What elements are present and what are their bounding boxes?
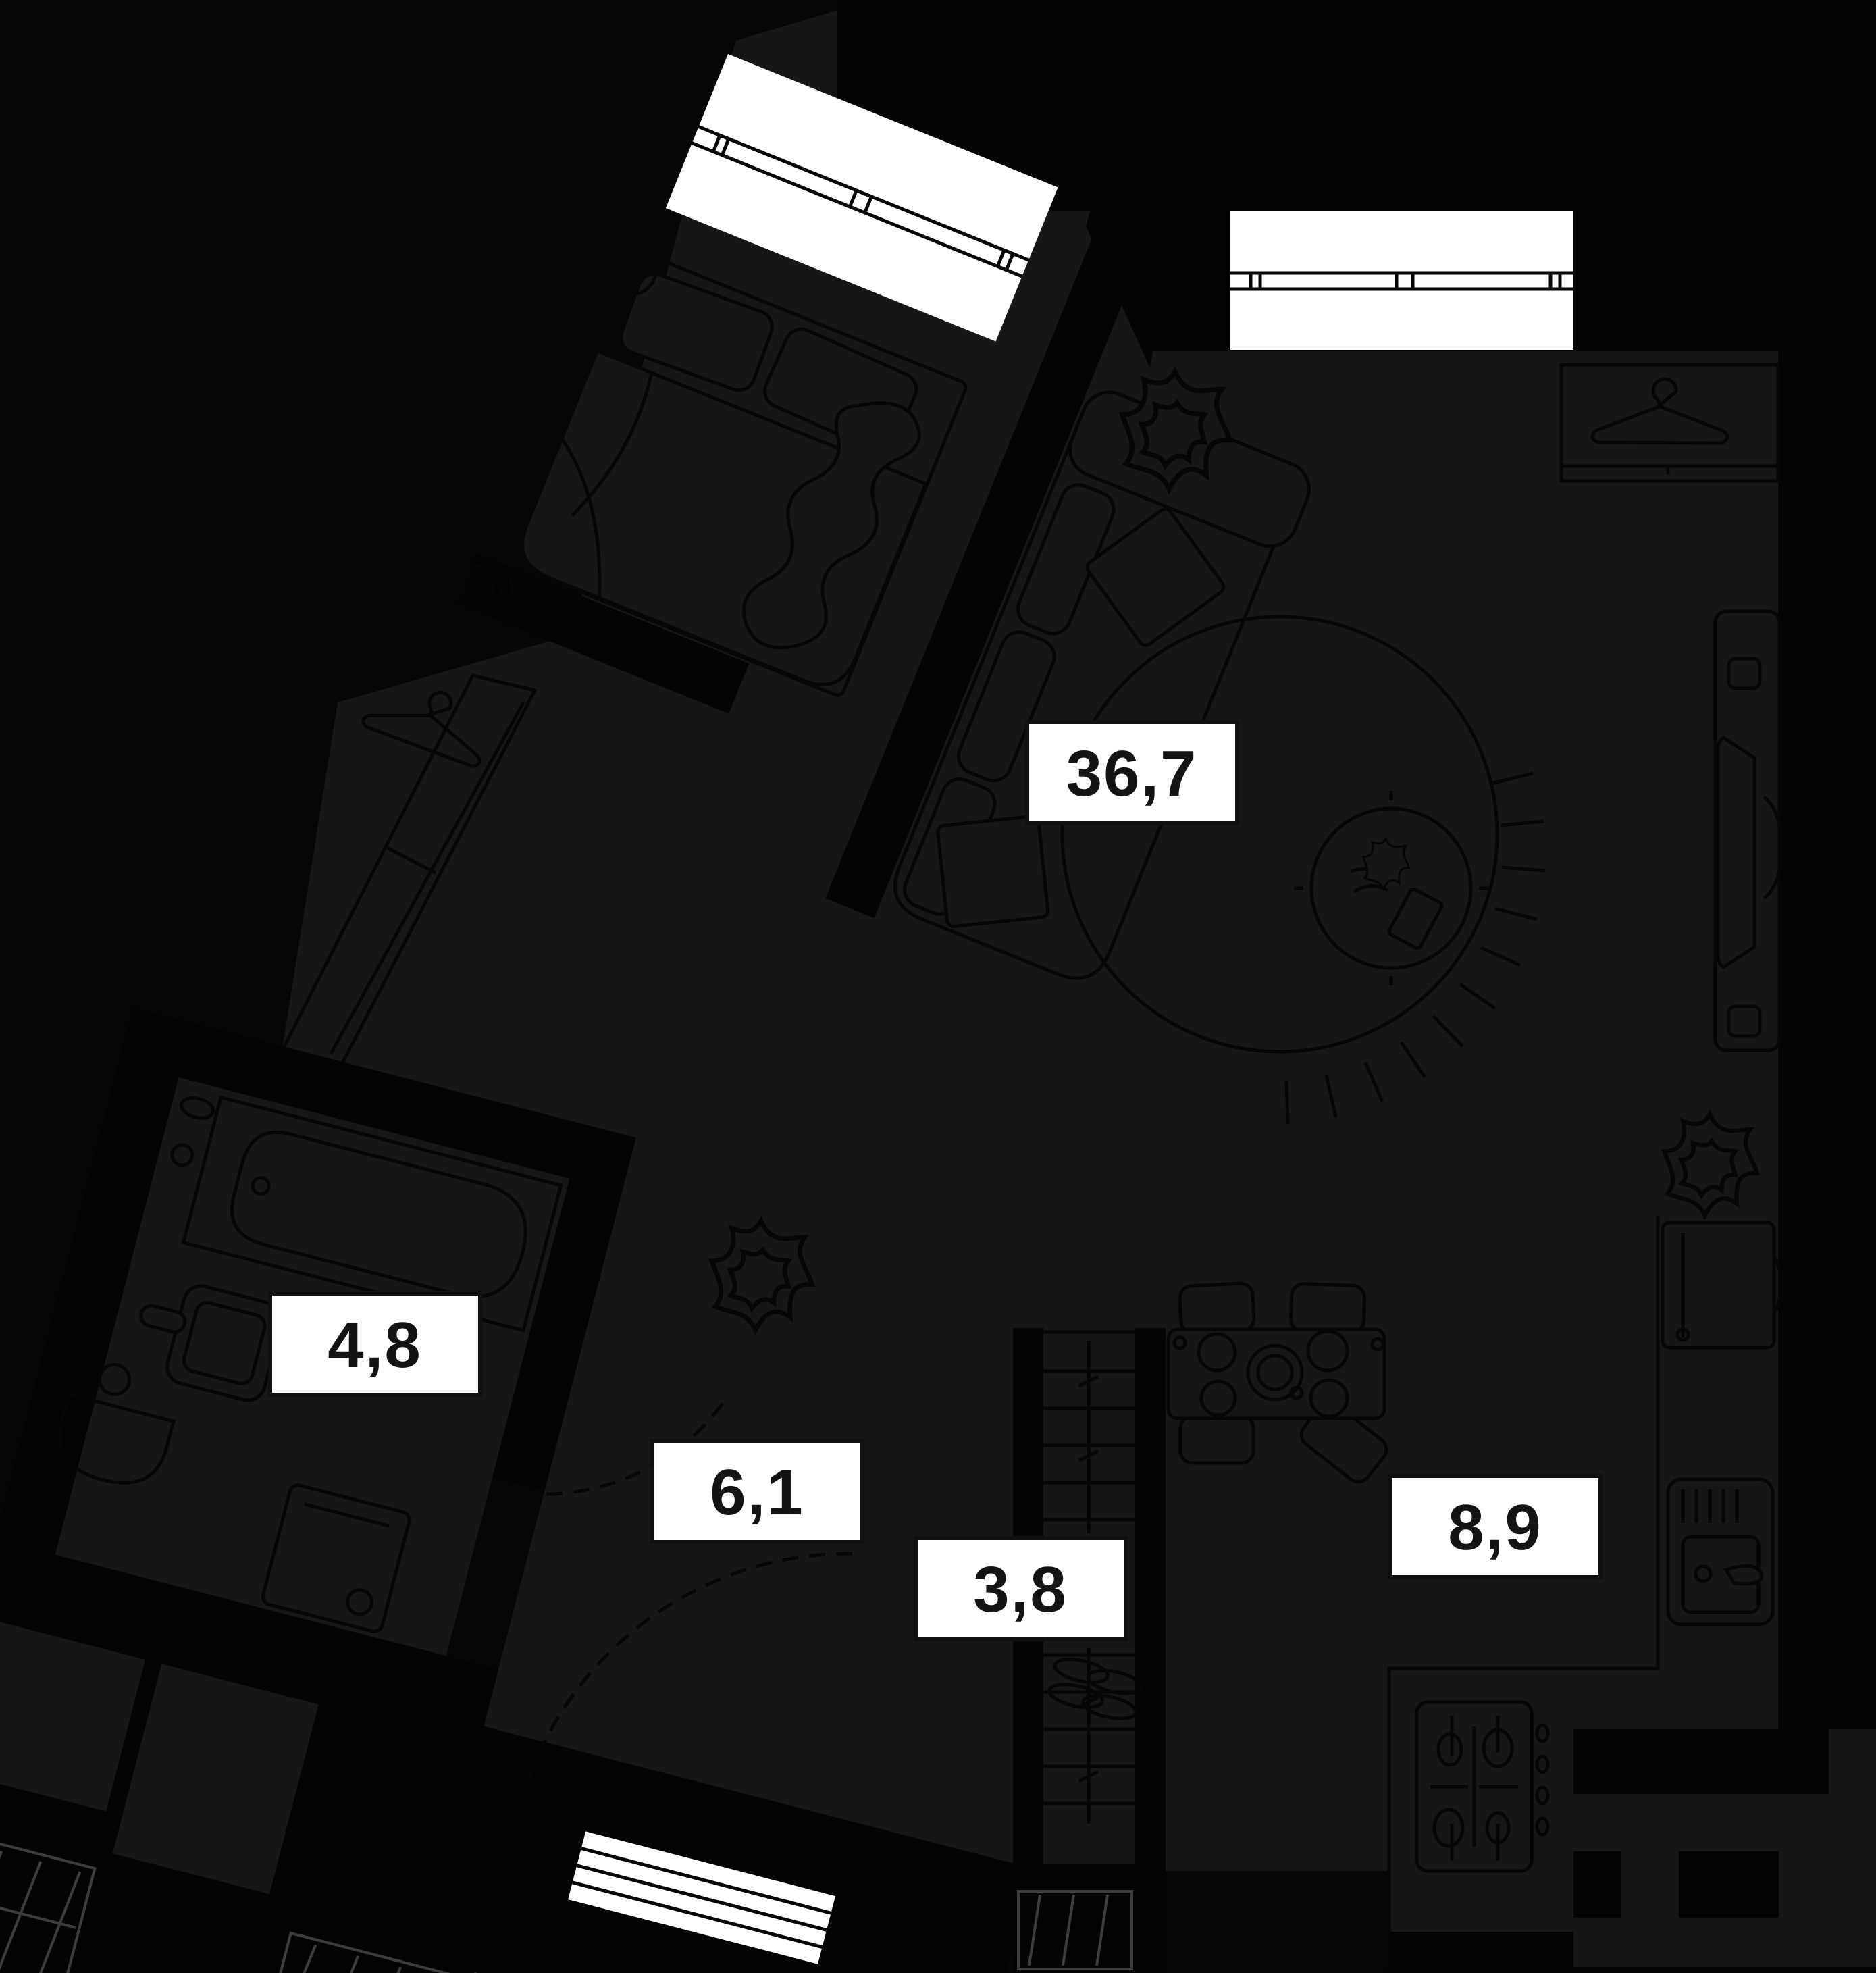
chair [1178, 1281, 1256, 1335]
sofa-pillow [936, 815, 1050, 928]
plant-icon [1661, 1109, 1761, 1221]
bedroom-window [665, 53, 1058, 342]
toilet-icon [58, 1362, 176, 1485]
washing-machine-icon [261, 1483, 411, 1633]
plant-icon [1118, 366, 1234, 495]
counter-outline [1387, 1216, 1660, 1932]
plant-icon [708, 1215, 816, 1336]
wardrobe-shelves [1017, 1330, 1135, 1970]
kitchen-area: 8,9 [1448, 1491, 1542, 1564]
entry-door-icon [568, 1831, 836, 1964]
bathroom-area: 4,8 [328, 1309, 421, 1381]
living-room-window [1230, 211, 1573, 350]
tilted-wing [456, 53, 1311, 980]
side-table-icon [1294, 791, 1488, 985]
coat-hanger-icon [361, 690, 481, 768]
room-label-living: 36,7 [1025, 720, 1239, 825]
room-label-kitchen: 8,9 [1388, 1474, 1603, 1579]
stove-icon [1415, 1700, 1550, 1873]
radiator-rosette-icon [605, 244, 658, 297]
bathroom [0, 1007, 1033, 1973]
room-label-wardrobe: 3,8 [914, 1536, 1128, 1641]
kitchen-sink-icon [1666, 1477, 1775, 1626]
coat-niche [1559, 363, 1780, 483]
coat-hanger-icon [1590, 377, 1729, 445]
bed-icon [509, 250, 968, 697]
shaft-box [112, 1664, 319, 1895]
dining-table-icon [1166, 1281, 1388, 1484]
fridge-icon [1661, 1221, 1783, 1350]
shoes-icon [1047, 1658, 1143, 1720]
plant-icon [1361, 836, 1411, 892]
room-label-hallway: 6,1 [650, 1439, 864, 1544]
door-swing-arc-icon [523, 1552, 853, 1789]
chair [1178, 1414, 1255, 1465]
radiator-rosette-icon [461, 563, 514, 615]
shelf-hatch-icon [0, 1828, 97, 1973]
hallway-area: 6,1 [710, 1456, 804, 1529]
chair [1288, 1282, 1367, 1335]
sofa-pillow [1085, 507, 1226, 647]
bedroom-wall-stub [456, 553, 750, 714]
tv-console-icon [1713, 609, 1783, 1052]
kitchen [1387, 1109, 1783, 1932]
book [1387, 887, 1444, 950]
rug-icon [1060, 615, 1546, 1125]
shaft-box [0, 1621, 146, 1812]
room-label-bathroom: 4,8 [268, 1291, 482, 1397]
door-swing-arc-icon [534, 1402, 725, 1496]
wardrobe-area: 3,8 [973, 1554, 1067, 1626]
living-room-area: 36,7 [1066, 738, 1198, 810]
shelf-hatch-icon [259, 1931, 459, 1973]
shelf-hatch-icon [1017, 1890, 1133, 1970]
partition-wall [825, 181, 1164, 919]
